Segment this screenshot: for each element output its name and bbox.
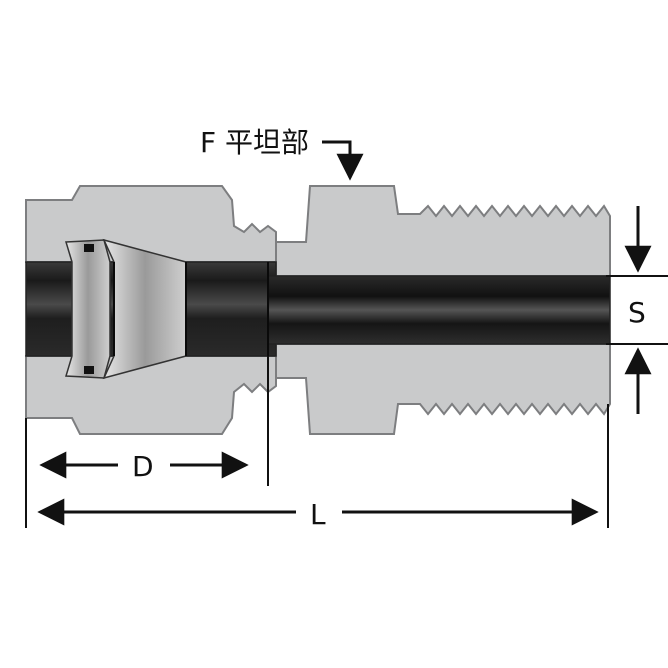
s-dimension (606, 206, 668, 414)
d-dimension (25, 356, 269, 528)
d-label: D (132, 450, 154, 483)
back-ferrule (102, 238, 187, 380)
flat-callout (322, 140, 364, 181)
body-hex (275, 185, 611, 435)
l-label: L (310, 498, 326, 531)
body-bore (267, 275, 611, 345)
tube-lines (113, 262, 269, 356)
s-label: S (628, 296, 646, 329)
l-dimension (37, 404, 609, 528)
flat-label: F 平坦部 (200, 126, 309, 159)
front-ferrule (65, 239, 111, 379)
